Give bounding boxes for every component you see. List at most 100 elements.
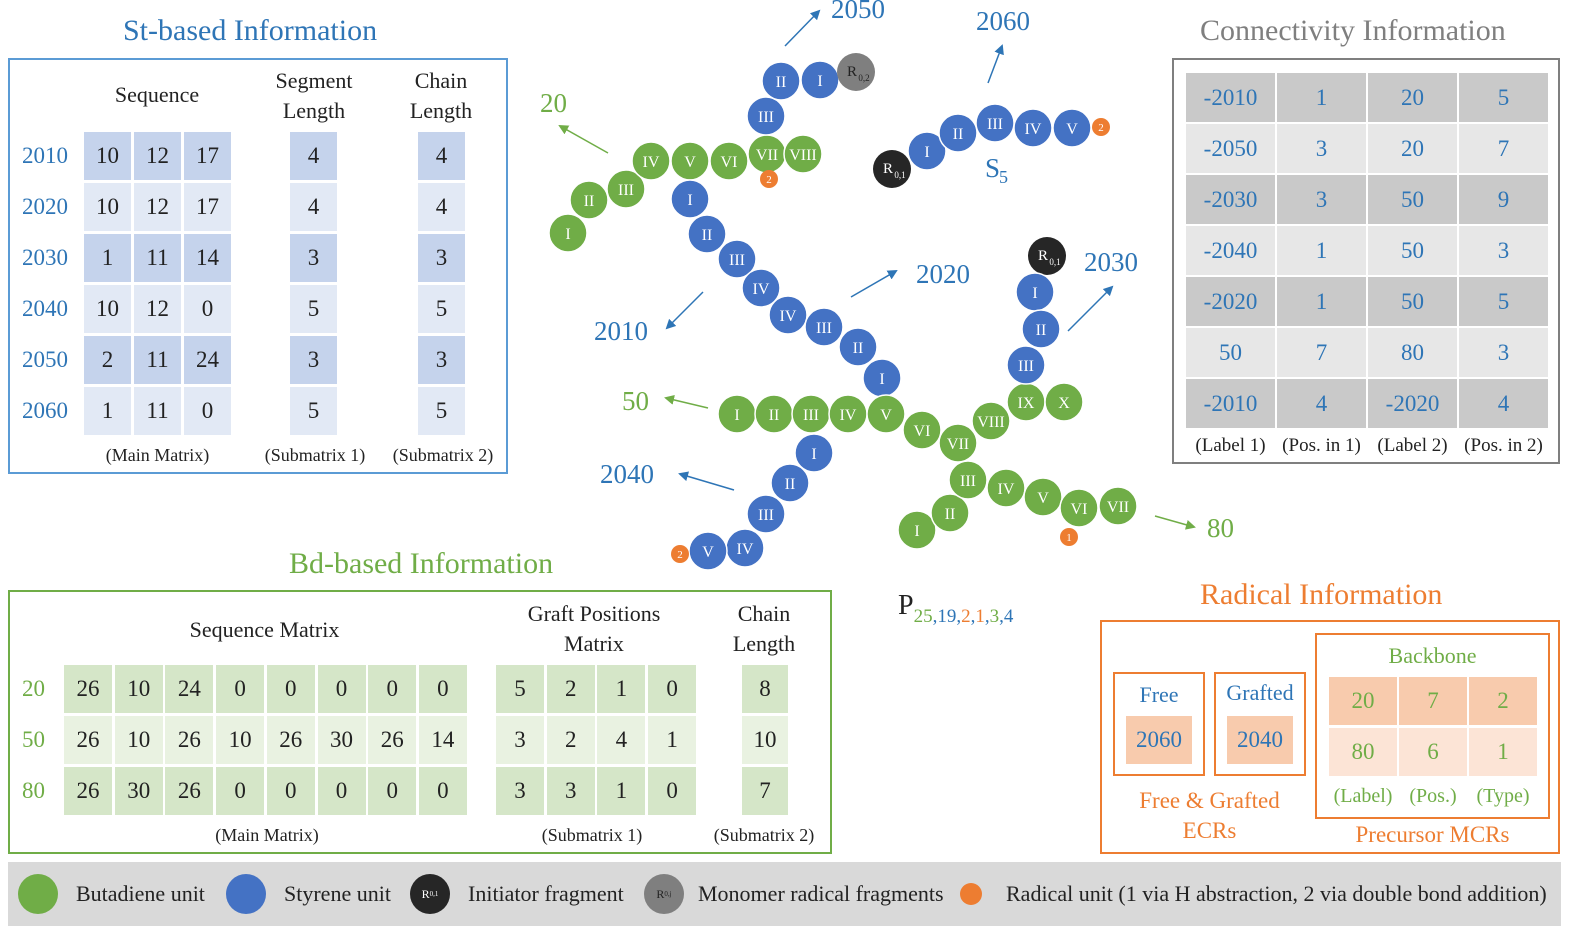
bd-sub1-caption: (Submatrix 1) [541, 825, 643, 845]
direction-arrow [558, 125, 609, 154]
formula-subscript: 4 [1003, 606, 1014, 627]
st-sequence-cell: 0 [184, 285, 231, 333]
bd-sequence-cell: 10 [114, 665, 163, 713]
backbone-cell: 1 [1469, 728, 1537, 776]
conn-cell: -2010 [1186, 379, 1275, 428]
formula-subscript: 1 [975, 606, 985, 627]
styrene-bead: II [1021, 309, 1061, 349]
svg-text:IV: IV [643, 154, 660, 171]
butadiene-bead: VII [747, 134, 787, 174]
svg-text:I: I [1032, 285, 1037, 302]
bd-sequence-cell: 26 [165, 767, 214, 815]
bd-graft-cell: 5 [496, 665, 544, 713]
bd-sequence-cell: 14 [418, 716, 467, 764]
styrene-bead: III [975, 103, 1015, 143]
styrene-bead: III [717, 239, 757, 279]
conn-cell: 1 [1277, 73, 1366, 122]
styrene-bead: I [670, 179, 710, 219]
chain-label-2020: 2020 [916, 259, 970, 289]
bd-graft-cell: 3 [496, 716, 544, 764]
polymer-formula: P25,19,2,1,3,4 [898, 590, 1013, 627]
butadiene-bead: IV [986, 468, 1026, 508]
svg-text:IV: IV [780, 308, 797, 325]
direction-arrow [850, 269, 898, 298]
chain-label-2030: 2030 [1084, 247, 1138, 277]
st-sequence-cell: 17 [184, 132, 231, 180]
direction-arrow [665, 291, 704, 330]
bd-sequence-cell: 26 [266, 716, 315, 764]
butadiene-bead: VI [902, 410, 942, 450]
svg-text:III: III [803, 407, 819, 424]
conn-cell: 80 [1368, 328, 1457, 377]
bd-sequence-cell: 0 [216, 665, 265, 713]
svg-text:II: II [853, 340, 864, 357]
formula-subscript: , [956, 606, 962, 627]
styrene-bead: I [862, 358, 902, 398]
direction-arrow [678, 471, 735, 491]
bd-sequence-cell: 26 [165, 716, 214, 764]
conn-cell: -2020 [1368, 379, 1457, 428]
bd-graft-cell: 4 [597, 716, 646, 764]
svg-text:VI: VI [1071, 501, 1088, 518]
svg-text:III: III [960, 473, 976, 490]
conn-cell: 50 [1368, 226, 1457, 275]
conn-cell: 50 [1186, 328, 1275, 377]
backbone-cell: 7 [1399, 677, 1467, 725]
svg-text:R: R [1038, 248, 1048, 264]
direction-arrow [1067, 285, 1114, 332]
bd-sub2-caption: (Submatrix 2) [713, 825, 815, 845]
st-sequence-cell: 10 [84, 285, 131, 333]
styrene-bead: V [688, 531, 728, 571]
butadiene-bead: I [897, 510, 937, 550]
svg-text:II: II [702, 227, 713, 244]
styrene-bead: IV [768, 295, 808, 335]
svg-text:I: I [734, 407, 739, 424]
legend-radical-label: Radical unit (1 via H abstraction, 2 via… [1006, 881, 1547, 906]
bd-sequence-cell: 26 [64, 767, 112, 815]
svg-text:I: I [687, 192, 692, 209]
butadiene-bead: V [1023, 477, 1063, 517]
backbone-caption: (Label) [1333, 785, 1393, 807]
st-sequence-cell: 0 [184, 387, 231, 435]
st-sequence-cell: 1 [84, 387, 131, 435]
conn-cell: 5 [1459, 73, 1548, 122]
conn-cell: 7 [1277, 328, 1366, 377]
svg-text:IV: IV [998, 481, 1015, 498]
svg-text:I: I [817, 73, 822, 90]
svg-text:II: II [945, 506, 956, 523]
bd-graft-cell: 1 [648, 716, 697, 764]
radical-unit-icon [960, 883, 982, 905]
styrene-bead: IV [741, 268, 781, 308]
st-row-label: 2010 [22, 143, 68, 168]
st-row-label: 2040 [22, 296, 68, 321]
chain-label-2040: 2040 [600, 459, 654, 489]
bd-graft-cell: 2 [546, 665, 595, 713]
legend-radical: Radical unit (1 via H abstraction, 2 via… [960, 862, 1547, 926]
svg-text:III: III [618, 182, 634, 199]
backbone-cell: 2 [1469, 677, 1537, 725]
bd-row-label: 20 [22, 676, 45, 701]
conn-cell: 3 [1277, 175, 1366, 224]
legend-butadiene: Butadiene unit [18, 862, 205, 926]
butadiene-bead: I [717, 394, 757, 434]
bd-sequence-cell: 26 [368, 716, 417, 764]
svg-text:2: 2 [1098, 122, 1104, 134]
svg-text:VIII: VIII [977, 414, 1005, 431]
butadiene-bead: I [548, 213, 588, 253]
direction-arrow [784, 9, 821, 47]
ecr-caption-line1: Free & Grafted [1139, 788, 1280, 813]
svg-text:III: III [758, 109, 774, 126]
bd-sequence-cell: 24 [165, 665, 214, 713]
bd-graft-cell: 2 [546, 716, 595, 764]
bd-sequence-cell: 10 [216, 716, 265, 764]
svg-text:II: II [1036, 322, 1047, 339]
formula-subscript: 3 [989, 606, 1000, 627]
